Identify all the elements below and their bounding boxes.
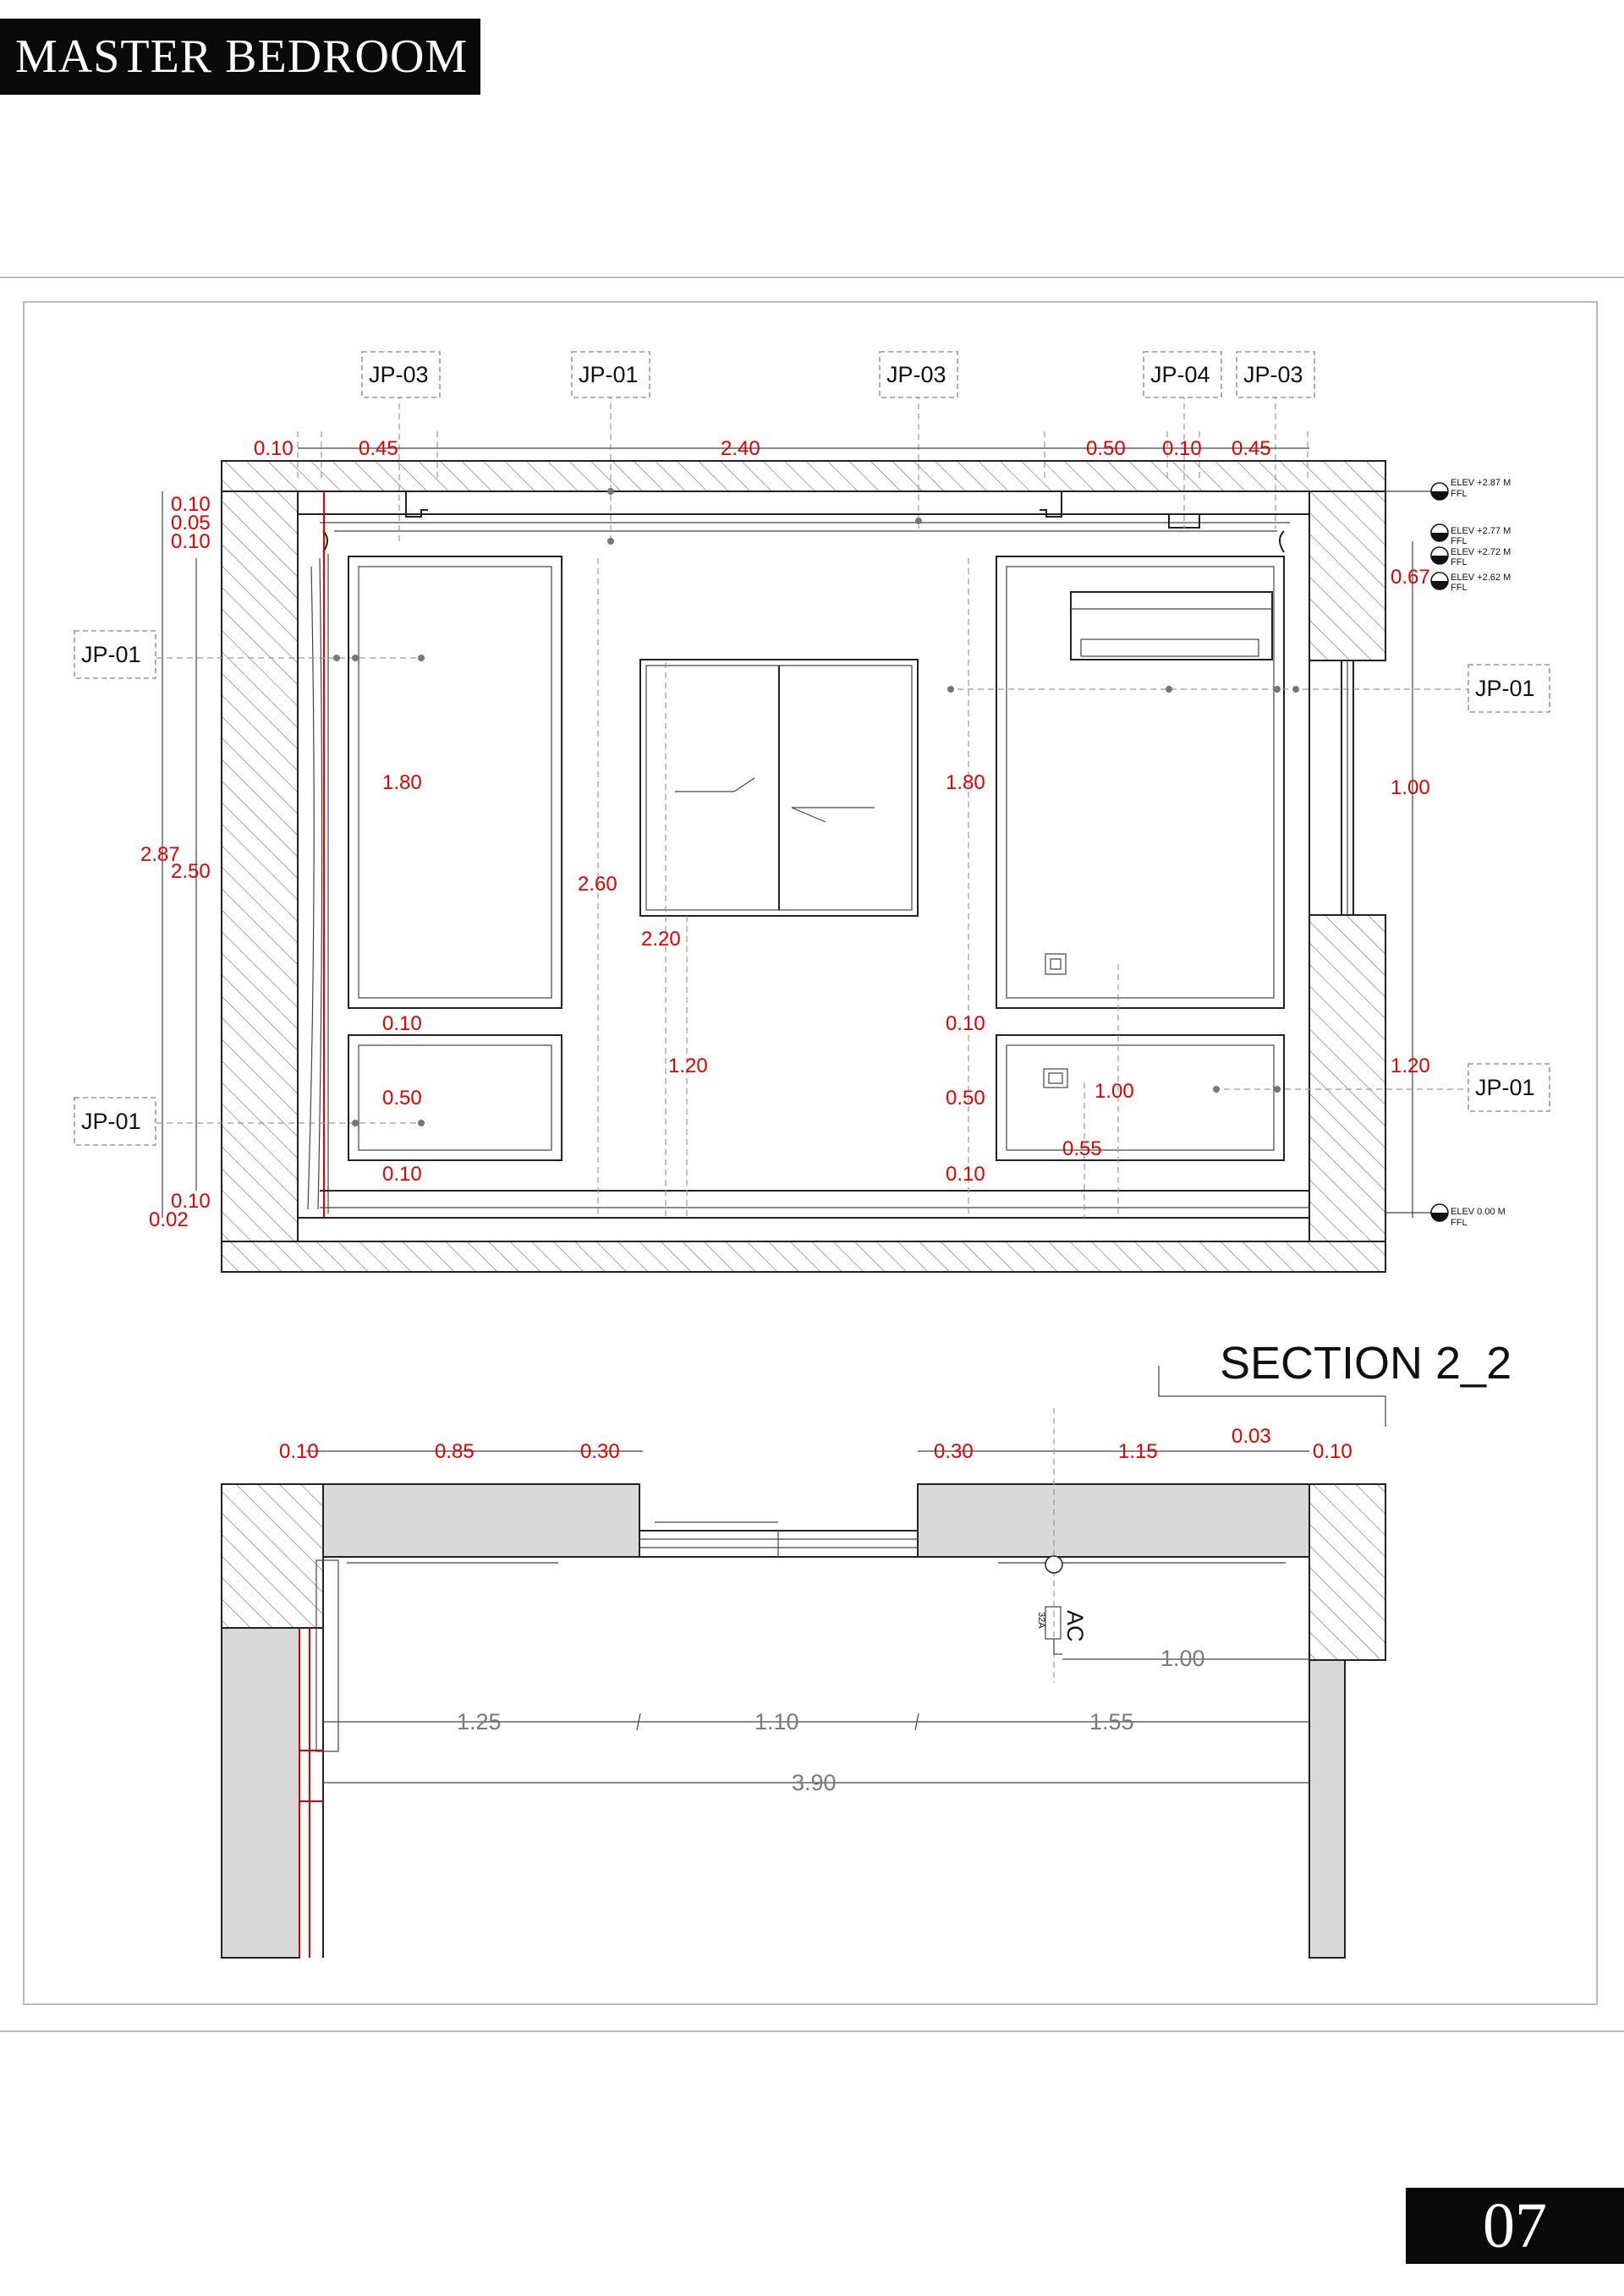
level-5-value: ELEV 0.00 M [1451,1207,1506,1217]
dim-left-e: 0.02 [149,1208,189,1231]
dim-socket-off: 0.55 [1062,1137,1102,1160]
section-right-column [1309,1659,1346,1959]
wall-panel-right-upper [996,556,1285,1009]
section-beam-left [322,1483,640,1558]
level-markers: ELEV +2.87 M FFL ELEV +2.77 M FFL ELEV +… [1385,478,1511,1228]
curtain [307,554,329,1214]
sec-dim-span-3: 1.55 [1089,1709,1134,1734]
sec-dim-total: 3.90 [792,1770,837,1795]
socket-upper [1045,953,1067,975]
ac-unit [1070,591,1273,660]
wall-panel-left-lower [348,1034,562,1161]
floor-slab [221,1241,1386,1273]
center-window [639,659,919,917]
sec-dim-span-2: 1.10 [754,1709,799,1734]
section-title: SECTION 2_2 [1220,1338,1512,1389]
section-left-wall [221,1483,324,1629]
left-wall [221,490,299,1242]
dim-panel-r-base: 0.10 [946,1163,985,1186]
dim-top-b: 0.45 [359,437,398,460]
dim-panel-l-h: 1.80 [382,771,422,794]
page-number: 07 [1406,2188,1624,2264]
dim-top-d: 0.50 [1086,437,1126,460]
sec-dim-ac-offset: 1.00 [1160,1646,1205,1671]
sec-dim-span-1: 1.25 [457,1709,502,1734]
dim-socket-h: 1.00 [1095,1080,1134,1103]
room-outline [297,490,1310,1242]
sec-dim-e: 1.15 [1118,1440,1158,1463]
level-5-ref: FFL [1451,1218,1468,1228]
sec-dim-d: 0.30 [934,1440,974,1463]
wall-panel-left-upper [348,556,562,1009]
ac-point-icon [1045,1555,1063,1574]
sec-dim-f: 0.03 [1232,1425,1271,1448]
section-left-column [221,1627,300,1959]
dim-right-c: 1.20 [1391,1055,1430,1077]
sec-dim-g: 0.10 [1313,1440,1352,1463]
dim-left-inner: 2.50 [171,860,211,883]
sec-dim-a: 0.10 [279,1440,319,1463]
dim-panel-l-low: 0.50 [382,1087,422,1110]
level-1-value: ELEV +2.87 M [1451,478,1511,488]
dim-center-h: 2.60 [578,873,617,896]
dim-left-b: 0.05 [171,512,211,534]
dim-panel-r-gap: 0.10 [946,1012,985,1035]
section-curtain-stack [315,1559,339,1752]
level-3-value: ELEV +2.72 M [1451,547,1511,557]
dim-panel-r-h: 1.80 [946,771,985,794]
level-1-ref: FFL [1451,489,1468,499]
dim-left-total: 2.87 [140,843,180,866]
ceiling-profile-right [1040,491,1062,518]
wall-panel-right-lower [996,1034,1285,1161]
tag-top-3: JP-03 [886,362,946,387]
ceiling-profile-left [405,491,428,518]
dim-right-a: 0.67 [1391,566,1430,589]
tag-top-1: JP-03 [369,362,429,387]
dim-top-f: 0.45 [1232,437,1271,460]
tag-top-2: JP-01 [579,362,639,387]
dim-left-d: 0.10 [171,1190,211,1213]
dim-right-b: 1.00 [1391,776,1430,799]
section-right-wall [1309,1483,1386,1661]
sec-dim-c: 0.30 [580,1440,620,1463]
tag-left-2: JP-01 [81,1109,141,1134]
ac-socket-icon [1045,1606,1062,1640]
dim-top-c: 2.40 [721,437,760,460]
tag-top-4: JP-04 [1150,362,1210,387]
section-drawing: SECTION 2_2 0.10 0.85 0.30 0.30 1.15 0.0… [221,1338,1512,1959]
socket-lower [1043,1068,1068,1088]
dim-window-low: 1.20 [668,1055,708,1077]
dim-panel-l-gap: 0.10 [382,1012,422,1035]
page-title: MASTER BEDROOM [0,19,480,95]
dim-top-a: 0.10 [254,437,294,460]
level-2-ref: FFL [1451,536,1468,546]
sec-dim-b: 0.85 [435,1440,475,1463]
dim-window-sill: 2.20 [641,928,681,951]
dim-panel-l-base: 0.10 [382,1163,422,1186]
ac-rating: 32A [1036,1612,1046,1629]
tag-left-1: JP-01 [81,642,141,667]
level-4-ref: FFL [1451,583,1468,593]
tag-top-5: JP-03 [1243,362,1303,387]
tag-right-1: JP-01 [1475,676,1535,701]
level-2-value: ELEV +2.77 M [1451,526,1511,536]
dim-left-a: 0.10 [171,493,211,516]
section-beam-right [917,1483,1310,1558]
right-wall-lower [1309,914,1386,1242]
tag-right-2: JP-01 [1475,1075,1535,1100]
dim-left-c: 0.10 [171,530,211,553]
dim-top-e: 0.10 [1162,437,1202,460]
dim-panel-r-low: 0.50 [946,1087,985,1110]
ac-label: AC [1062,1610,1088,1642]
level-4-value: ELEV +2.62 M [1451,573,1511,583]
right-wall-upper [1309,490,1386,661]
drawing-frame [23,301,1598,2005]
ceiling-slab [221,460,1386,492]
level-3-ref: FFL [1451,557,1468,567]
elevation-drawing: ELEV +2.87 M FFL ELEV +2.77 M FFL ELEV +… [74,351,1550,1273]
